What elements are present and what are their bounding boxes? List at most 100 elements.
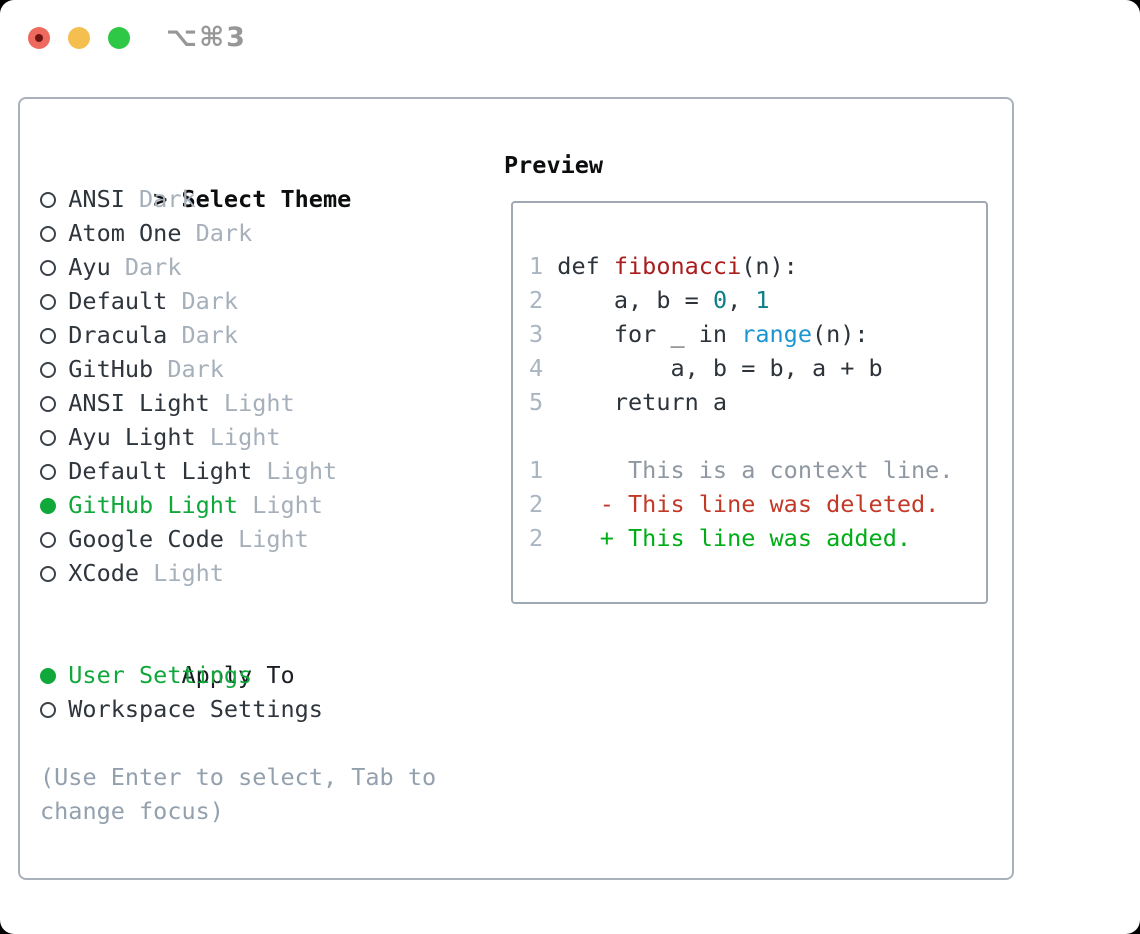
- theme-name-label: XCode: [68, 559, 140, 587]
- code-segment-function: fibonacci: [613, 252, 742, 280]
- theme-option-default-light[interactable]: Default Light Light: [40, 454, 436, 488]
- apply-to-label: Apply To: [181, 661, 295, 689]
- radio-icon: [40, 216, 68, 250]
- theme-variant-label: Dark: [124, 253, 182, 281]
- footer-hint-line: (Use Enter to select, Tab to: [40, 763, 437, 791]
- theme-variant-label: Light: [238, 525, 309, 553]
- code-segment-plain: a, b =: [557, 286, 713, 314]
- preview-blank-line: [529, 419, 986, 453]
- radio-icon: [40, 556, 68, 590]
- theme-name-label: Default Light: [68, 457, 253, 485]
- radio-circle: [40, 192, 56, 208]
- apply-to-header: Apply To: [40, 624, 436, 689]
- preview-column: Preview 1 def fibonacci(n):2 a, b = 0, 1…: [504, 148, 988, 604]
- radio-icon: [40, 318, 68, 352]
- preview-code-line: 4 a, b = b, a + b: [529, 351, 986, 385]
- theme-name-label: Ayu Light: [68, 423, 196, 451]
- close-button[interactable]: [28, 27, 50, 49]
- theme-name-label: GitHub Light: [68, 491, 239, 519]
- line-number: 5: [529, 388, 558, 416]
- theme-option-ayu-light[interactable]: Ayu Light Light: [40, 420, 436, 454]
- theme-option-google-code[interactable]: Google Code Light: [40, 522, 436, 556]
- preview-code-line: 2 a, b = 0, 1: [529, 283, 986, 317]
- traffic-lights: [28, 27, 130, 49]
- line-number: 1: [529, 456, 558, 484]
- code-segment-plain: def: [557, 252, 614, 280]
- theme-option-github-light[interactable]: GitHub Light Light: [40, 488, 436, 522]
- radio-circle: [40, 464, 56, 480]
- line-number: 2: [529, 490, 558, 518]
- code-segment-plain: a, b = b, a + b: [557, 354, 883, 382]
- apply-option-user-settings[interactable]: User Settings: [40, 658, 436, 692]
- theme-variant-label: Dark: [181, 287, 239, 315]
- code-segment-deleted: - This line was deleted.: [557, 490, 940, 518]
- radio-circle: [40, 430, 56, 446]
- radio-circle: [40, 362, 56, 378]
- theme-option-ansi[interactable]: ANSI Dark: [40, 182, 436, 216]
- radio-circle: [40, 396, 56, 412]
- theme-option-atom-one[interactable]: Atom One Dark: [40, 216, 436, 250]
- radio-circle: [40, 328, 56, 344]
- spacer: [40, 726, 436, 760]
- radio-circle: [40, 498, 56, 514]
- radio-circle: [40, 668, 56, 684]
- code-segment-builtin: range: [741, 320, 812, 348]
- apply-option-label: Workspace Settings: [68, 695, 323, 723]
- footer-hint-line: change focus): [40, 797, 224, 825]
- preview-code-line: 3 for _ in range(n):: [529, 317, 986, 351]
- theme-option-xcode[interactable]: XCode Light: [40, 556, 436, 590]
- code-segment-number: 0: [712, 286, 728, 314]
- theme-variant-label: Light: [223, 389, 295, 417]
- radio-circle: [40, 702, 56, 718]
- theme-variant-label: Light: [252, 491, 323, 519]
- radio-circle: [40, 532, 56, 548]
- preview-diff-line-deleted: 2 - This line was deleted.: [529, 487, 986, 521]
- spacer: [40, 590, 436, 624]
- theme-name-label: Default: [68, 287, 168, 315]
- theme-variant-label: Light: [153, 559, 224, 587]
- theme-option-github[interactable]: GitHub Dark: [40, 352, 436, 386]
- apply-option-workspace-settings[interactable]: Workspace Settings: [40, 692, 436, 726]
- radio-selected-icon: [40, 658, 68, 692]
- code-segment-plain: for _ in: [557, 320, 742, 348]
- code-segment-plain: (n):: [811, 320, 869, 348]
- theme-name-label: Google Code: [68, 525, 224, 553]
- theme-variant-label: Light: [266, 457, 338, 485]
- theme-name-label: ANSI Light: [68, 389, 210, 417]
- code-segment-context: This is a context line.: [557, 456, 954, 484]
- radio-circle: [40, 294, 56, 310]
- code-segment-plain: ,: [727, 286, 756, 314]
- line-number: 2: [529, 524, 558, 552]
- preview-diff-line-added: 2 + This line was added.: [529, 521, 986, 555]
- preview-code-line: 5 return a: [529, 385, 986, 419]
- radio-circle: [40, 226, 56, 242]
- theme-name-label: Ayu: [68, 253, 111, 281]
- code-segment-added: + This line was added.: [557, 524, 912, 552]
- zoom-button[interactable]: [108, 27, 130, 49]
- theme-variant-label: Dark: [139, 185, 196, 213]
- theme-option-ayu[interactable]: Ayu Dark: [40, 250, 436, 284]
- radio-icon: [40, 284, 68, 318]
- focus-caret-icon: >: [153, 185, 168, 213]
- theme-option-dracula[interactable]: Dracula Dark: [40, 318, 436, 352]
- radio-icon: [40, 420, 68, 454]
- theme-option-ansi-light[interactable]: ANSI Light Light: [40, 386, 436, 420]
- radio-circle: [40, 260, 56, 276]
- minimize-button[interactable]: [68, 27, 90, 49]
- theme-variant-label: Dark: [195, 219, 253, 247]
- theme-variant-label: Dark: [167, 355, 224, 383]
- code-segment-number: 1: [755, 286, 770, 314]
- radio-circle: [40, 566, 56, 582]
- select-theme-header: > Select Theme: [40, 148, 436, 213]
- theme-option-default[interactable]: Default Dark: [40, 284, 436, 318]
- select-theme-label: Select Theme: [181, 185, 352, 213]
- window-shortcut-label: ⌥⌘3: [166, 22, 247, 53]
- theme-variant-label: Dark: [181, 321, 239, 349]
- theme-name-label: ANSI: [68, 185, 125, 213]
- line-number: 4: [529, 354, 558, 382]
- theme-name-label: Atom One: [68, 219, 182, 247]
